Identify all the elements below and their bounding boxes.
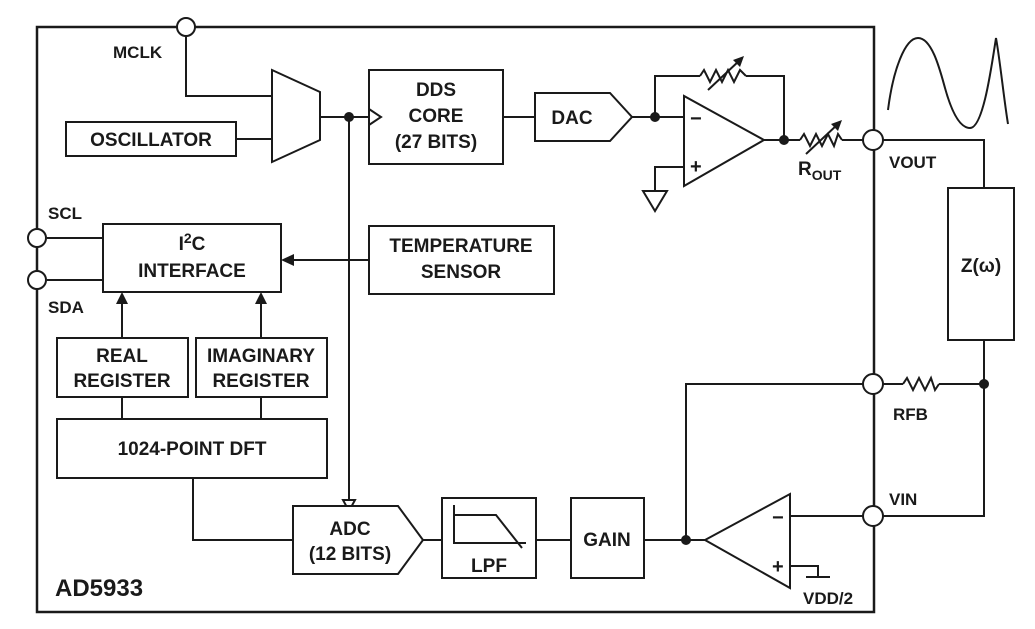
junction-dot	[650, 112, 660, 122]
chip-name: AD5933	[55, 575, 143, 602]
real-register-line2: REGISTER	[73, 371, 170, 392]
dds-clock-input-mark	[368, 108, 383, 126]
sda-label: SDA	[48, 298, 84, 317]
impedance-block	[947, 187, 1015, 341]
junction-dot	[681, 535, 691, 545]
arrow-temp-i2c	[281, 254, 294, 266]
wire-vout-z	[883, 139, 985, 188]
i2c-interface-block	[102, 223, 282, 293]
opamp2-plus-sign: +	[772, 556, 784, 578]
feedback-resistor-arrowhead	[733, 56, 744, 67]
real-register-line1: REAL	[96, 346, 148, 367]
rout-resistor-arrow	[805, 123, 839, 155]
junction-dot	[779, 135, 789, 145]
oscillator-label: OSCILLATOR	[90, 130, 212, 151]
temperature-sensor-line1: TEMPERATURE	[389, 236, 532, 257]
dds-core-line3: (27 BITS)	[395, 132, 477, 153]
wire-rfb-feedback	[685, 383, 863, 540]
mclk-pin	[176, 17, 196, 37]
ground-symbol	[641, 190, 669, 213]
impedance-label: Z(ω)	[961, 256, 1001, 277]
lpf-label: LPF	[471, 556, 507, 577]
dds-core-line1: DDS	[416, 80, 456, 101]
arrow-imag-i2c	[255, 292, 267, 304]
adc-line2: (12 BITS)	[309, 544, 391, 565]
wire-dft-adc	[192, 478, 293, 541]
oscillator-block	[65, 121, 237, 157]
rfb-pin	[862, 373, 884, 395]
temperature-sensor-block	[368, 225, 555, 295]
clock-mux	[271, 68, 321, 164]
imaginary-register-line1: IMAGINARY	[207, 346, 315, 367]
feedback-resistor	[699, 67, 747, 85]
dac-label: DAC	[551, 108, 592, 129]
dds-core-line2: CORE	[409, 106, 464, 127]
feedback-resistor-arrow	[707, 59, 741, 91]
wire-opamp1-feedback	[654, 75, 700, 117]
lpf-axis-icon	[453, 505, 526, 544]
i2c-label-line2: INTERFACE	[138, 261, 246, 282]
input-opamp	[702, 492, 791, 590]
scl-pin	[27, 228, 47, 248]
opamp2-minus-sign: −	[772, 507, 784, 529]
gain-block	[570, 497, 645, 579]
lpf-block	[441, 497, 537, 579]
scl-label: SCL	[48, 204, 82, 223]
rout-resistor-arrowhead	[831, 120, 842, 131]
dft-block	[56, 418, 328, 479]
wire-node-vin	[883, 384, 985, 517]
junction-dot	[979, 379, 989, 389]
sda-pin	[27, 270, 47, 290]
vin-label: VIN	[889, 490, 917, 509]
wire-opamp1-feedback-r	[746, 75, 785, 140]
dac-block	[534, 92, 634, 142]
wire-opamp2-plus	[790, 565, 819, 577]
temperature-sensor-line2: SENSOR	[421, 262, 502, 283]
vout-pin	[862, 129, 884, 151]
wire-mclk	[185, 36, 272, 97]
adc-line1: ADC	[329, 519, 370, 540]
chip-outline	[35, 25, 876, 614]
rout-label: ROUT	[798, 159, 842, 183]
lpf-response-icon	[454, 514, 523, 549]
sine-wave-icon	[887, 36, 1009, 130]
imaginary-register-block	[195, 337, 328, 398]
opamp1-plus-sign: +	[690, 156, 702, 178]
vout-label: VOUT	[889, 153, 937, 172]
dds-core-block	[368, 69, 504, 165]
wire-opamp1-plus	[654, 166, 684, 191]
dft-label: 1024-POINT DFT	[118, 439, 267, 460]
imaginary-register-line2: REGISTER	[212, 371, 309, 392]
mclk-label: MCLK	[113, 43, 163, 62]
output-opamp	[683, 94, 767, 188]
vin-pin	[862, 505, 884, 527]
rfb-resistor	[902, 375, 940, 393]
rfb-label: RFB	[893, 405, 928, 424]
opamp1-minus-sign: −	[690, 108, 702, 130]
arrow-real-i2c	[116, 292, 128, 304]
real-register-block	[56, 337, 189, 398]
vdd2-label: VDD/2	[803, 589, 853, 608]
gain-label: GAIN	[583, 530, 631, 551]
junction-dot	[344, 112, 354, 122]
adc-block	[292, 505, 425, 575]
rout-resistor	[799, 131, 843, 149]
i2c-label-line1: I2C	[179, 230, 206, 255]
